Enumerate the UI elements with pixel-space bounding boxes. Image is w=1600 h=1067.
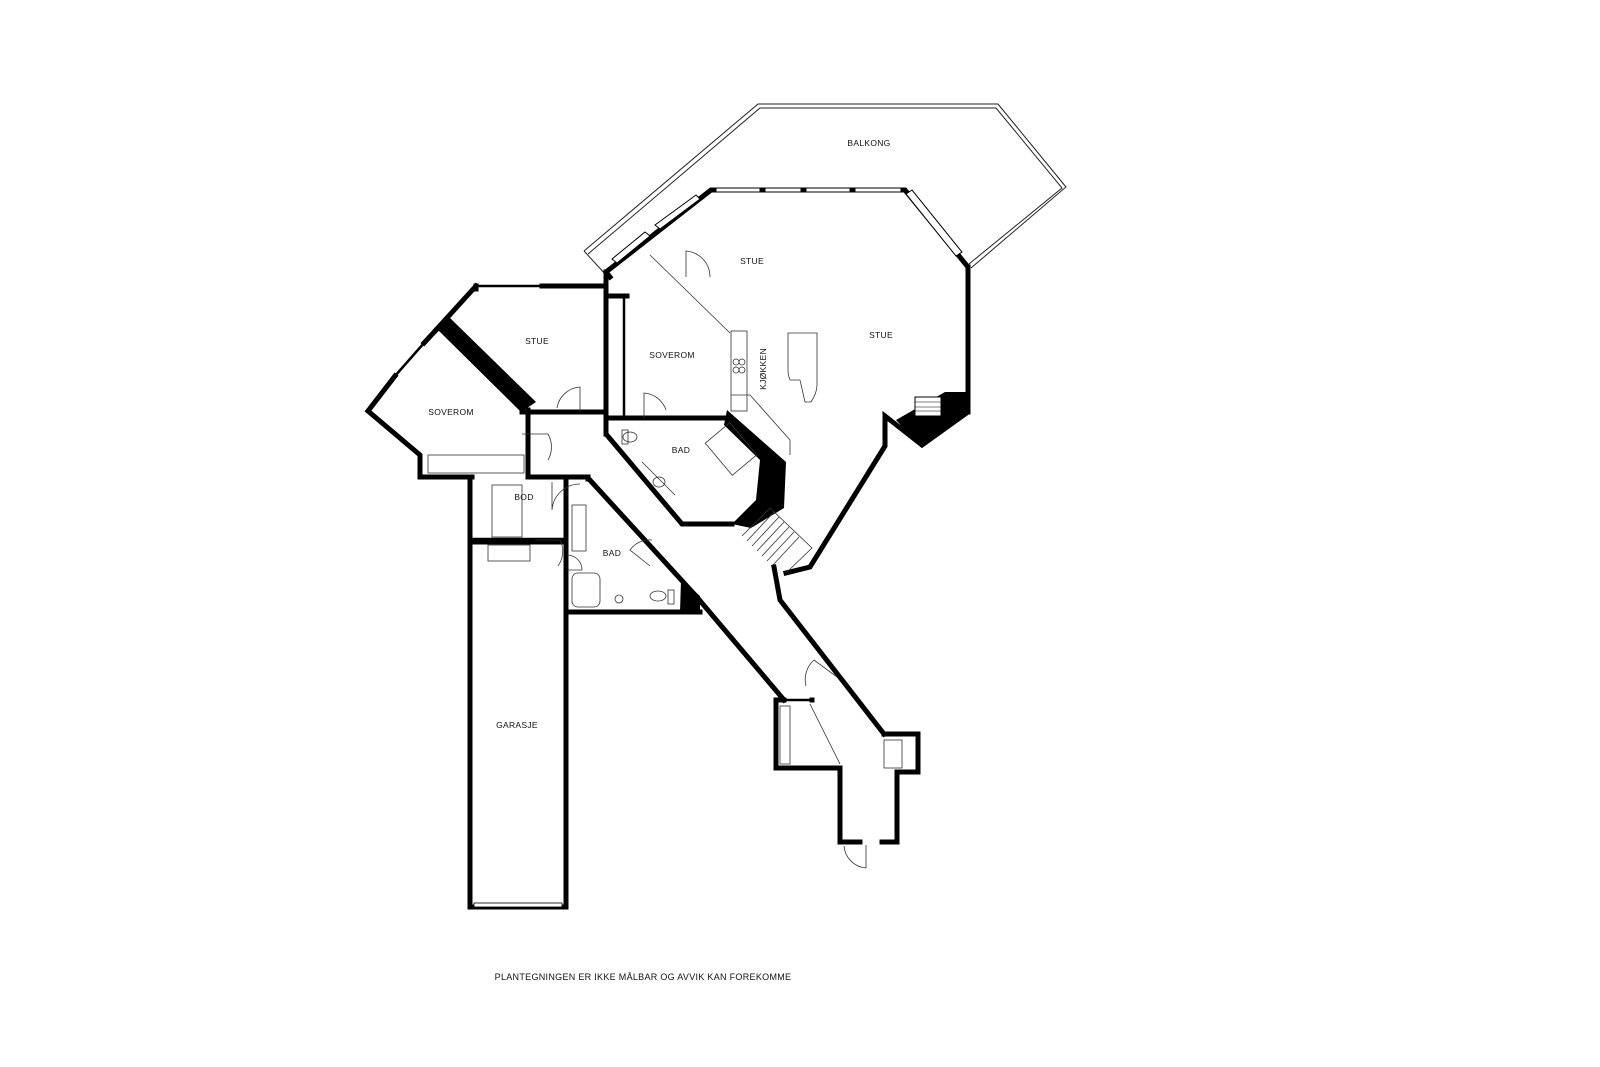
left-living-walls (432, 282, 609, 415)
fireplace (896, 392, 968, 448)
stairs (741, 507, 813, 574)
doors (522, 250, 867, 869)
central-bedroom-walls (603, 269, 730, 421)
room-label-soverom-left: SOVEROM (428, 407, 474, 417)
main-windows (611, 187, 963, 264)
room-label-stue-right: STUE (869, 330, 893, 340)
room-label-soverom-center: SOVEROM (649, 350, 695, 360)
garage-walls (467, 539, 569, 910)
left-bedroom-walls (364, 326, 531, 480)
main-living-walls (602, 187, 971, 577)
lower-bath-walls (563, 572, 703, 615)
room-label-balkong: BALKONG (847, 138, 890, 148)
room-labels: BALKONG STUE STUE STUE SOVEROM SOVEROM K… (428, 138, 893, 730)
room-label-bad-upper: BAD (672, 445, 690, 455)
corridor-walls (525, 417, 888, 738)
room-label-bod: BOD (514, 492, 533, 502)
room-label-garasje: GARASJE (496, 720, 538, 730)
disclaimer-text: PLANTEGNINGEN ER IKKE MÅLBAR OG AVVIK KA… (495, 972, 792, 982)
room-label-kjokken: KJØKKEN (758, 348, 768, 390)
room-label-bad-lower: BAD (603, 548, 621, 558)
room-label-stue-left: STUE (525, 336, 549, 346)
upper-bath-walls (603, 410, 786, 528)
kitchen-fixtures (649, 254, 818, 455)
room-label-stue-top: STUE (740, 256, 764, 266)
entrance-walls (773, 697, 921, 845)
